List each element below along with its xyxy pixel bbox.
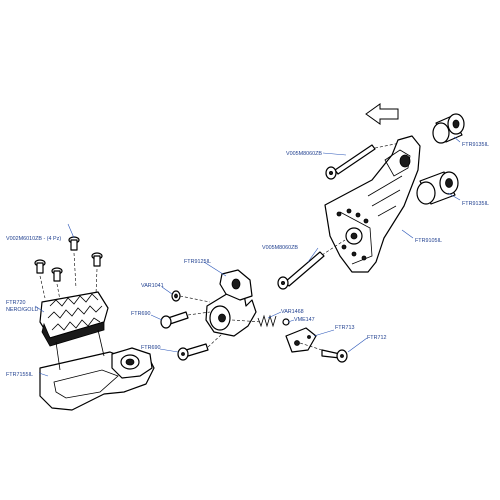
label-short-bolt-lower: FTR690 <box>141 345 160 351</box>
leader-lines <box>34 136 461 377</box>
label-spacer-lower: FTR9135IL <box>462 201 489 207</box>
footpeg-pad <box>39 291 109 347</box>
label-footpeg-screws: V002M6010ZB - (4 Pz) <box>6 236 61 242</box>
label-rearset-plate: FTR9105IL <box>415 238 442 244</box>
label-short-bolt-upper: FTR690 <box>131 311 150 317</box>
rearset-plate <box>324 135 421 273</box>
label-bolt-top-right: V005M8060ZB <box>286 151 322 157</box>
pin <box>299 342 348 363</box>
label-bolt-middle: V005M8060ZB <box>262 245 298 251</box>
label-pivot-mount: FTR9125IL <box>184 259 211 265</box>
label-spring: VAR1468 <box>281 309 304 315</box>
label-clip: FTR713 <box>335 325 354 331</box>
clip <box>285 327 317 353</box>
label-footpeg-pad: FTR720 <box>6 300 25 306</box>
label-ball: VME147 <box>294 317 315 323</box>
spacer-upper <box>432 113 465 144</box>
short-bolt-upper <box>160 311 211 329</box>
washer <box>171 290 211 303</box>
spring <box>257 314 277 328</box>
label-footpeg-pad-sub: NERO/GOLD <box>6 307 38 313</box>
footpeg-screws <box>34 236 103 301</box>
label-pin: FTR712 <box>367 335 386 341</box>
long-bolt-middle <box>277 239 346 290</box>
label-spacer-upper: FTR9135IL <box>462 142 489 148</box>
spacer-lower <box>416 171 459 205</box>
footpeg-body <box>39 329 155 411</box>
label-footpeg-body: FTR7155IL <box>6 372 33 378</box>
short-bolt-lower <box>177 333 223 361</box>
direction-arrow-icon <box>365 103 399 125</box>
ball <box>282 318 290 326</box>
long-bolt-upper <box>325 141 406 180</box>
label-washer: VAR1041 <box>141 283 164 289</box>
pivot-mount <box>205 269 263 337</box>
